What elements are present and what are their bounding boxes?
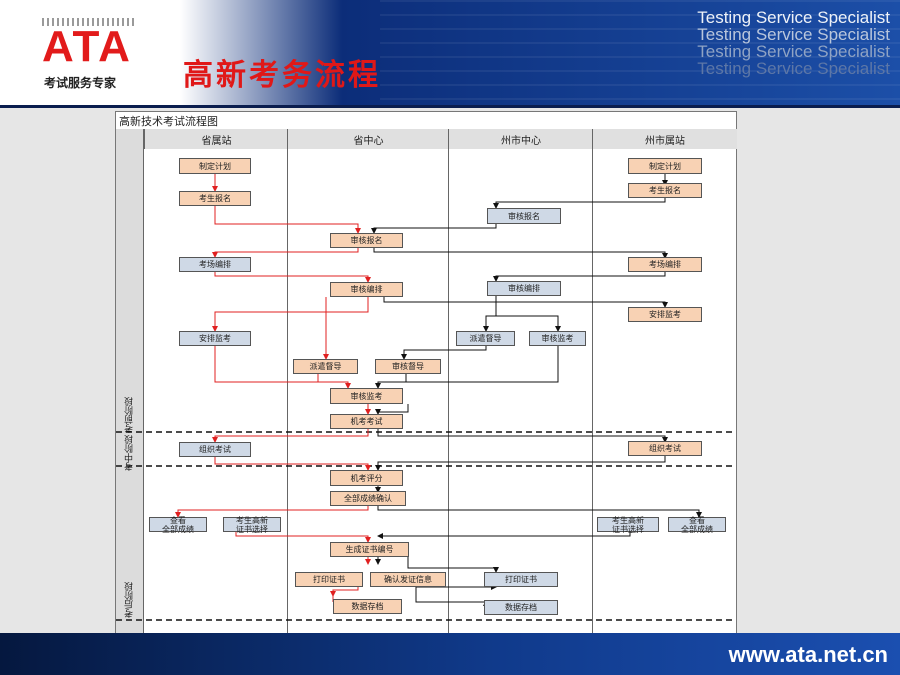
- header-divider: [0, 105, 900, 108]
- node-view-all-scores-provincial: 查看 全部成绩: [149, 516, 207, 534]
- node-review-arrangement-center: 审核编排: [330, 282, 403, 297]
- node-review-supervisor-center: 审核督导: [375, 359, 441, 374]
- lane-header-provincial-station: 省属站: [144, 129, 288, 149]
- header-texture: [380, 0, 900, 105]
- node-print-certificate-prefecture: 打印证书: [484, 572, 558, 587]
- tagline-line-4: Testing Service Specialist: [697, 59, 890, 78]
- logo-subtitle: 考试服务专家: [44, 76, 117, 90]
- node-arrange-invigilation-provincial: 安排监考: [179, 331, 251, 346]
- tagline-line-1: Testing Service Specialist: [697, 8, 890, 27]
- red-connectors: [175, 174, 371, 602]
- node-computer-exam-center: 机考考试: [330, 414, 403, 429]
- node-organize-exam-provincial: 组织考试: [179, 442, 251, 457]
- lane-divider: [448, 129, 449, 633]
- node-exam-room-arrangement-provincial: 考场编排: [179, 257, 251, 272]
- node-candidate-registration-prefecture: 考生报名: [628, 183, 702, 198]
- node-confirm-issuance-info: 确认发证信息: [370, 572, 446, 587]
- ata-logo: ATA 考试服务专家: [42, 18, 152, 92]
- node-make-plan-prefecture: 制定计划: [628, 158, 702, 174]
- phase-column: [116, 129, 144, 633]
- node-dispatch-supervisor-prefecture: 派遣督导: [456, 331, 515, 346]
- node-dispatch-supervisor-center: 派遣督导: [293, 359, 358, 374]
- node-exam-room-arrangement-prefecture: 考场编排: [628, 257, 702, 272]
- node-review-invigilation-prefecture: 审核监考: [529, 331, 586, 346]
- node-certificate-selection-prefecture: 考生高新 证书选择: [597, 516, 659, 534]
- node-review-invigilation-center: 审核监考: [330, 388, 403, 404]
- node-data-archive-center: 数据存档: [333, 599, 402, 614]
- node-organize-exam-prefecture: 组织考试: [628, 441, 702, 456]
- node-review-registration-center: 审核报名: [330, 233, 403, 248]
- node-print-certificate-center: 打印证书: [295, 572, 363, 587]
- lane-divider: [287, 129, 288, 633]
- node-generate-certificate-number: 生成证书编号: [330, 542, 409, 557]
- node-certificate-selection-provincial: 考生高新 证书选择: [223, 516, 281, 534]
- node-make-plan-provincial: 制定计划: [179, 158, 251, 174]
- black-connectors: [371, 174, 702, 606]
- node-review-registration-prefecture: 审核报名: [487, 208, 561, 224]
- page-title: 高新考务流程: [183, 58, 381, 93]
- logo-text: ATA: [42, 22, 132, 71]
- node-arrange-invigilation-prefecture: 安排监考: [628, 307, 702, 322]
- node-confirm-all-scores-center: 全部成绩确认: [330, 491, 406, 506]
- node-computer-scoring-center: 机考评分: [330, 470, 403, 486]
- header-banner: [0, 0, 900, 105]
- footer-url: www.ata.net.cn: [728, 642, 888, 667]
- tagline-line-2: Testing Service Specialist: [697, 25, 890, 44]
- node-view-all-scores-prefecture: 查看 全部成绩: [668, 516, 726, 534]
- lane-divider: [592, 129, 593, 633]
- flowchart-frame: 高新技术考试流程图 考前阶段 考中阶段 考后阶段 省属站 省中心 州市中心 州市…: [115, 111, 737, 634]
- footer-banner: [0, 633, 900, 675]
- flowchart-title: 高新技术考试流程图: [119, 115, 218, 128]
- node-data-archive-prefecture: 数据存档: [484, 600, 558, 615]
- node-candidate-registration-provincial: 考生报名: [179, 191, 251, 206]
- logo-tick-marks: [42, 18, 134, 26]
- node-review-arrangement-prefecture: 审核编排: [487, 281, 561, 296]
- tagline-line-3: Testing Service Specialist: [697, 42, 890, 61]
